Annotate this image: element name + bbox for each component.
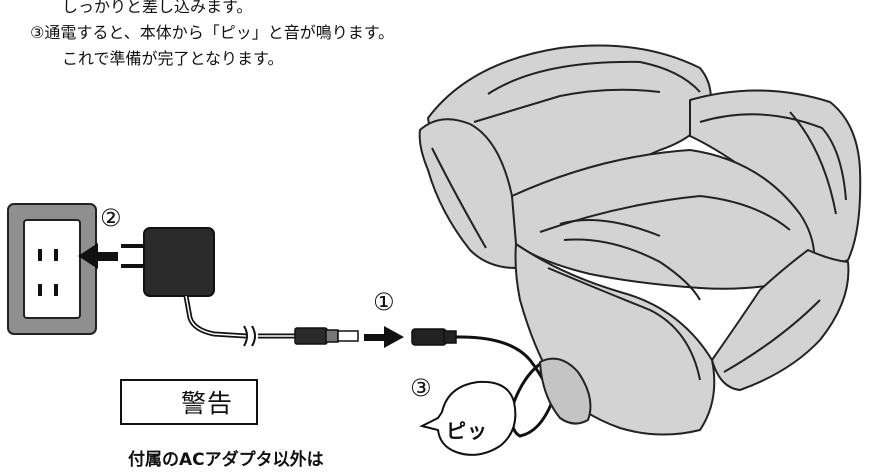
arrow-left-icon [78, 243, 118, 269]
step-1-label: ① [373, 288, 395, 316]
warning-title: 警告 [180, 389, 233, 418]
ac-adapter [121, 227, 359, 347]
instruction-line-1: しっかりと差し込みます。 [62, 0, 253, 16]
instruction-line-2: ③通電すると、本体から「ピッ」と音が鳴ります。 [30, 23, 395, 42]
arrow-right-icon [364, 326, 404, 348]
warning-note: 付属のACアダプタ以外は [128, 450, 324, 470]
sound-bubble [419, 380, 517, 456]
sound-label: ピッ [446, 419, 488, 443]
instructions: しっかりと差し込みます。 ③通電すると、本体から「ピッ」と音が鳴ります。 これで… [30, 0, 394, 72]
step-2-label: ② [100, 204, 122, 232]
warning-box: 警告 [120, 379, 258, 425]
massage-chair [418, 44, 862, 436]
instruction-line-3: これで準備が完了となります。 [62, 49, 284, 68]
wall-outlet [7, 203, 97, 335]
step-3-label: ③ [410, 374, 432, 402]
